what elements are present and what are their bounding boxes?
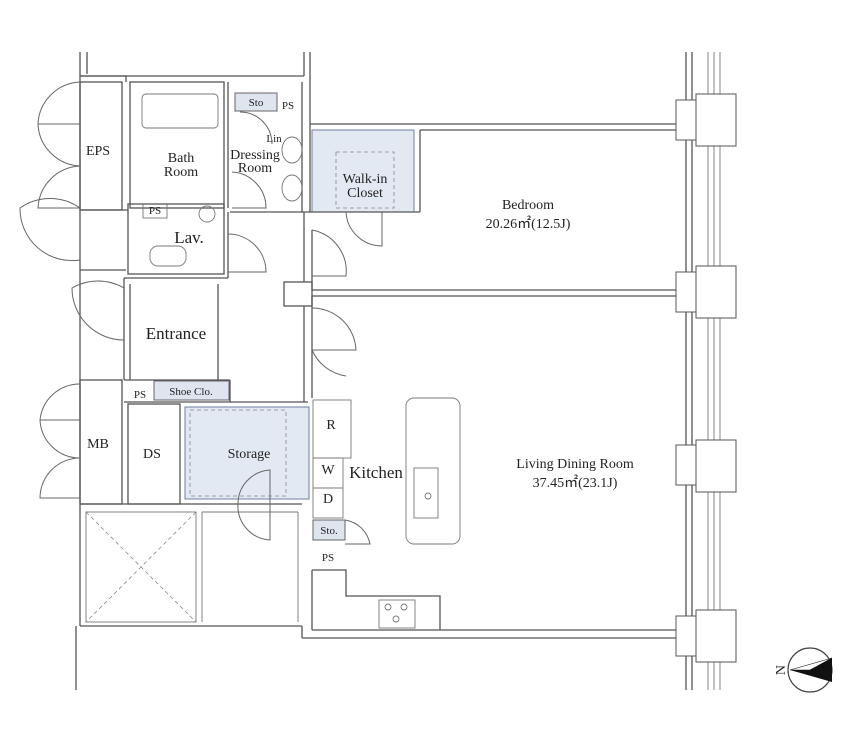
compass [787, 647, 833, 693]
stove-burner-3 [392, 615, 400, 623]
label-refrigerator: R [326, 418, 336, 433]
label-living-area: 37.45㎡(23.1J) [533, 475, 618, 491]
label-sto-kitchen: Sto. [320, 525, 338, 537]
label-ds: DS [143, 447, 161, 462]
label-washer: W [321, 463, 335, 478]
lav-sink [198, 205, 216, 223]
sto-box [234, 92, 278, 112]
stove-burner-2 [400, 603, 408, 611]
shoe-closet-box [153, 380, 230, 401]
label-bath-room: Room [164, 165, 198, 180]
storage-area [184, 406, 310, 500]
label-eps: EPS [86, 144, 110, 159]
label-bedroom: Bedroom [502, 198, 554, 213]
lav-basin [149, 245, 187, 267]
label-shoe-closet: Shoe Clo. [169, 386, 213, 398]
label-walkin: Walk-in [343, 172, 388, 187]
label-dryer: D [323, 492, 333, 507]
kitchen-sto-box [312, 519, 346, 541]
label-storage: Storage [228, 447, 271, 462]
label-mb: MB [87, 437, 109, 452]
label-lav: Lav. [174, 228, 204, 247]
label-lin: Lin [266, 133, 282, 145]
walkin-closet-area [311, 129, 415, 213]
dressing-sink-2 [281, 174, 303, 202]
walkin-dashed-interior [335, 151, 395, 209]
label-sto-top: Sto [249, 97, 264, 109]
label-bath: Bath [168, 151, 194, 166]
label-kitchen: Kitchen [349, 463, 403, 482]
dressing-sink-1 [281, 136, 303, 164]
interior-walls [79, 81, 676, 630]
label-ps-top: PS [282, 100, 294, 112]
label-entrance: Entrance [146, 324, 206, 343]
label-ps-shoe: PS [134, 389, 146, 401]
label-dressing: Dressing [230, 148, 280, 163]
label-compass-north: N [774, 665, 789, 675]
label-ps-lav: PS [149, 205, 161, 217]
kitchen-sink-drain [424, 492, 432, 500]
label-bedroom-area: 20.26㎡(12.5J) [486, 216, 571, 232]
stove-burner-1 [384, 603, 392, 611]
doors [19, 81, 383, 545]
label-ps-kitchen: PS [322, 552, 334, 564]
structural-columns [675, 93, 737, 663]
label-dressing-room: Room [238, 161, 272, 176]
label-closet: Closet [347, 186, 383, 201]
label-living-dining: Living Dining Room [516, 457, 634, 472]
